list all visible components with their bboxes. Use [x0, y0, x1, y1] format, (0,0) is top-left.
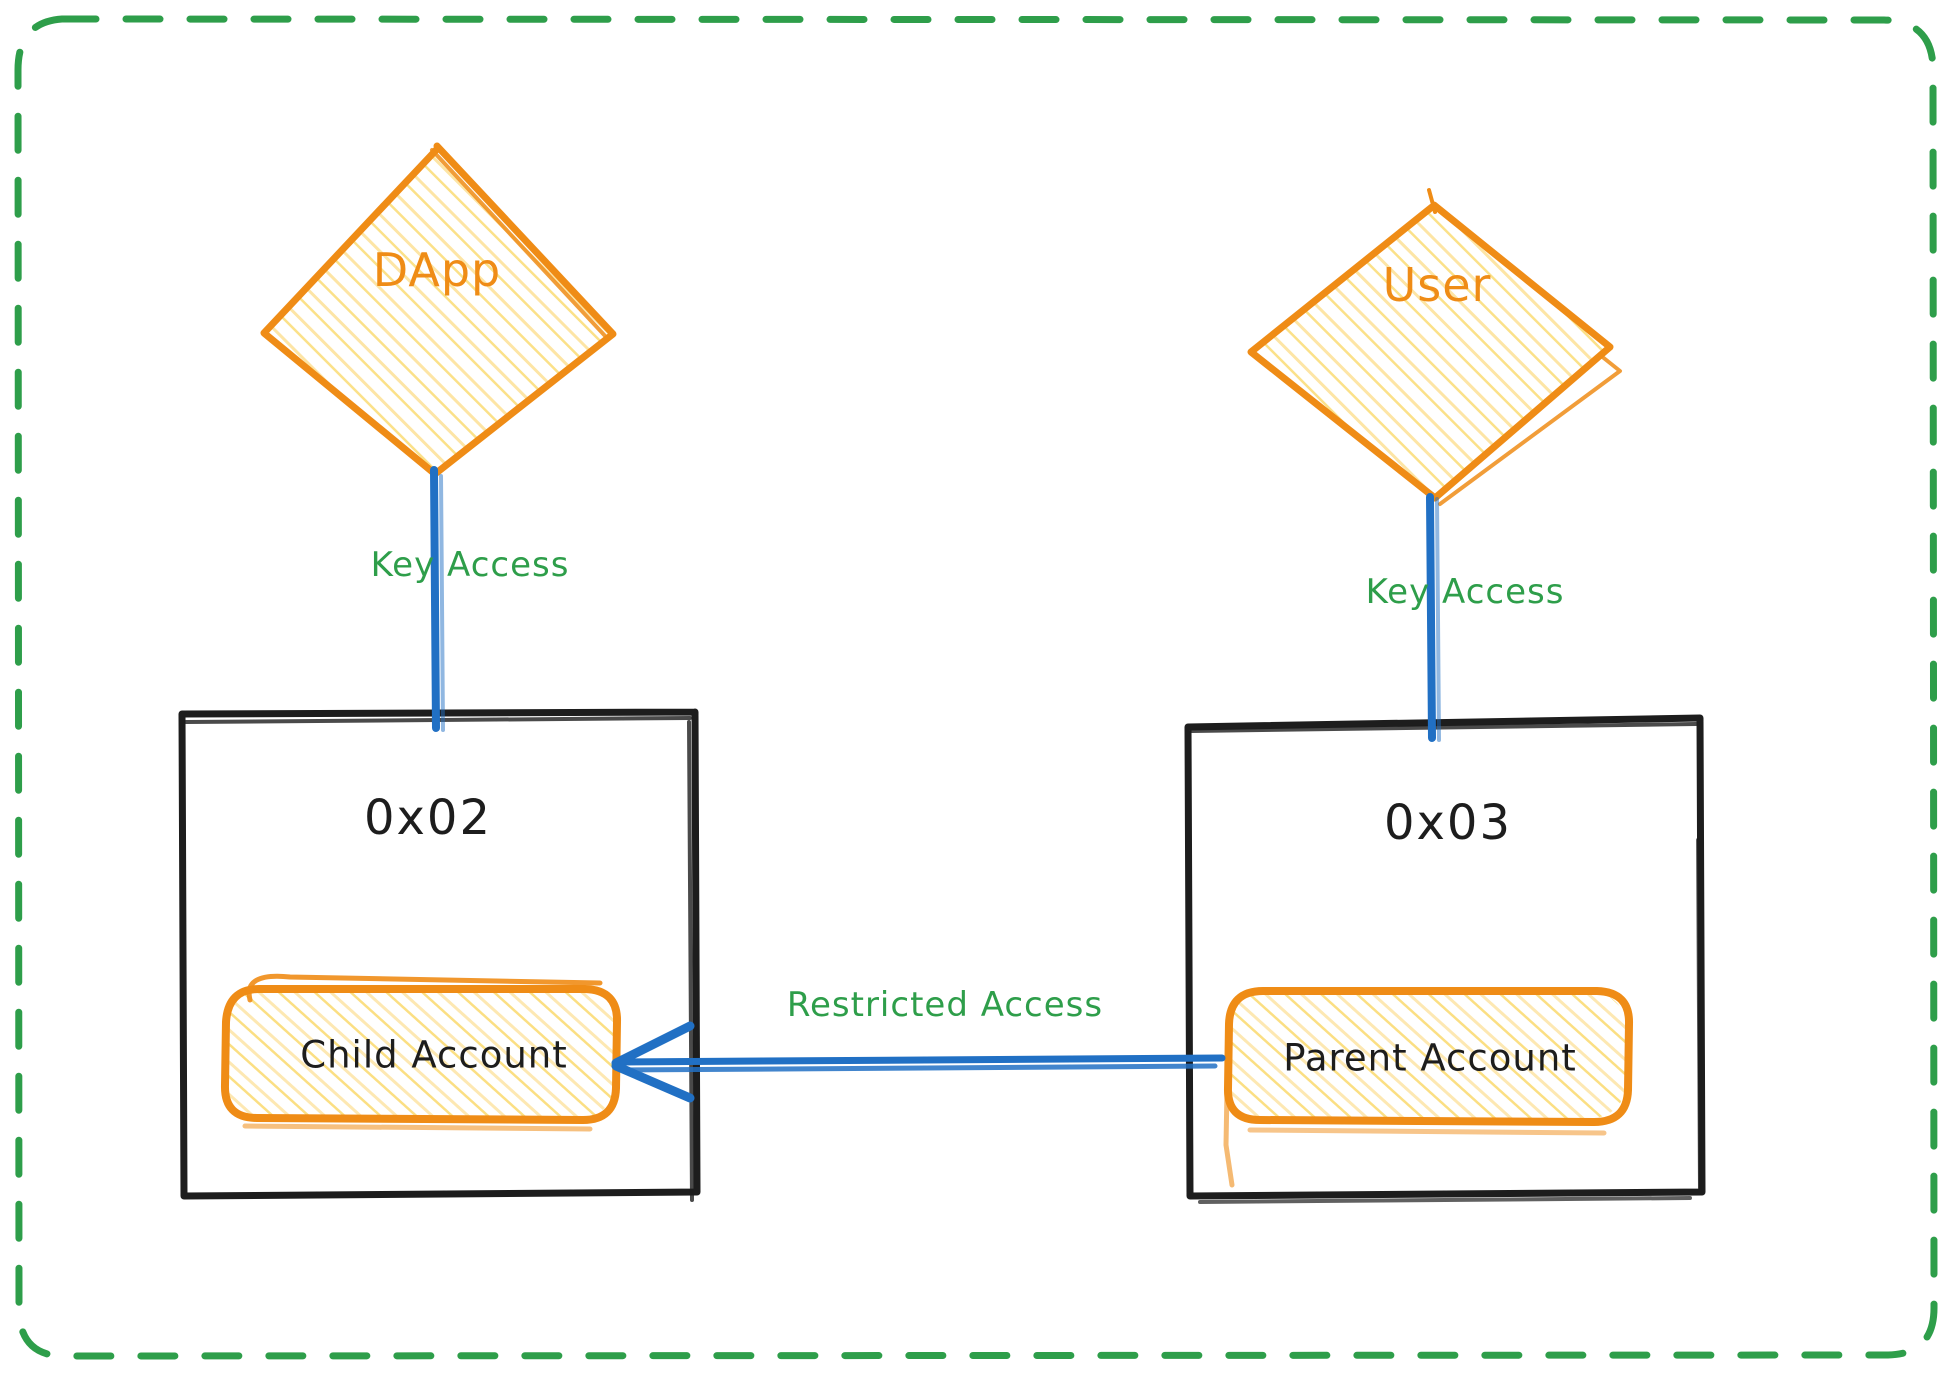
- edge-user-to-parent[interactable]: [1426, 493, 1441, 742]
- parent-account-pill-shape[interactable]: [1223, 987, 1634, 1188]
- dapp-diamond-shape[interactable]: [260, 142, 617, 479]
- edge-dapp-to-child[interactable]: [430, 466, 445, 732]
- child-account-pill-shape[interactable]: [220, 973, 622, 1132]
- boundary-dashed-rect: [14, 15, 1938, 1360]
- user-diamond-shape[interactable]: [1247, 188, 1622, 506]
- edge-parent-to-child-restricted[interactable]: [611, 1021, 1226, 1103]
